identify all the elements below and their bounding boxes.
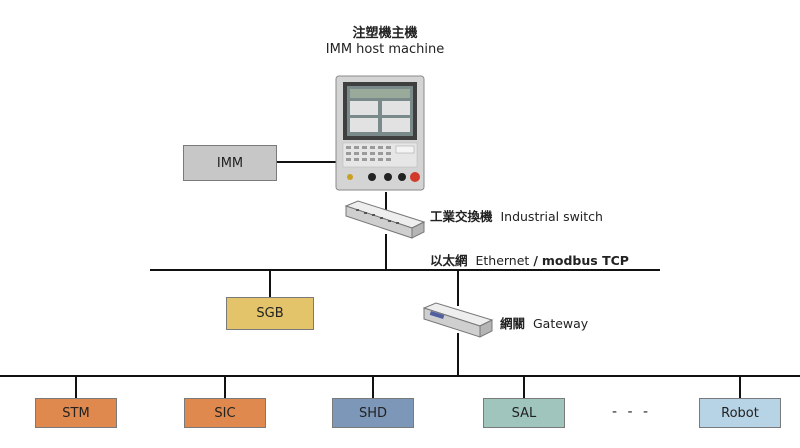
- switch-label-en: Industrial switch: [500, 209, 603, 224]
- ethernet-label-en: Ethernet: [475, 253, 530, 268]
- imm-host-machine-icon: [335, 75, 425, 191]
- switch-label: 工業交換機 Industrial switch: [430, 206, 603, 225]
- stm-node: STM: [35, 398, 117, 428]
- gateway-label-zh: 網關: [500, 316, 526, 331]
- ethernet-label-sep: /: [533, 253, 538, 268]
- gateway-label: 網關 Gateway: [500, 313, 588, 332]
- connection-lines: [0, 161, 800, 398]
- robot-node: Robot: [699, 398, 781, 428]
- industrial-switch-icon: [344, 200, 426, 239]
- ethernet-label-protocol: modbus TCP: [541, 253, 629, 268]
- sal-node: SAL: [483, 398, 565, 428]
- ethernet-label-zh: 以太網: [430, 253, 468, 268]
- ethernet-label: 以太網 Ethernet / modbus TCP: [430, 250, 629, 269]
- gateway-icon: [422, 302, 494, 338]
- gateway-label-en: Gateway: [532, 316, 589, 331]
- host-title-en: IMM host machine: [325, 42, 445, 57]
- host-title-zh: 注塑機主機: [352, 26, 418, 41]
- sgb-node: SGB: [226, 297, 314, 330]
- imm-node: IMM: [183, 145, 277, 181]
- sic-node: SIC: [184, 398, 266, 428]
- switch-label-zh: 工業交換機: [430, 209, 493, 224]
- shd-node: SHD: [332, 398, 414, 428]
- more-devices-ellipsis: - - -: [612, 404, 652, 420]
